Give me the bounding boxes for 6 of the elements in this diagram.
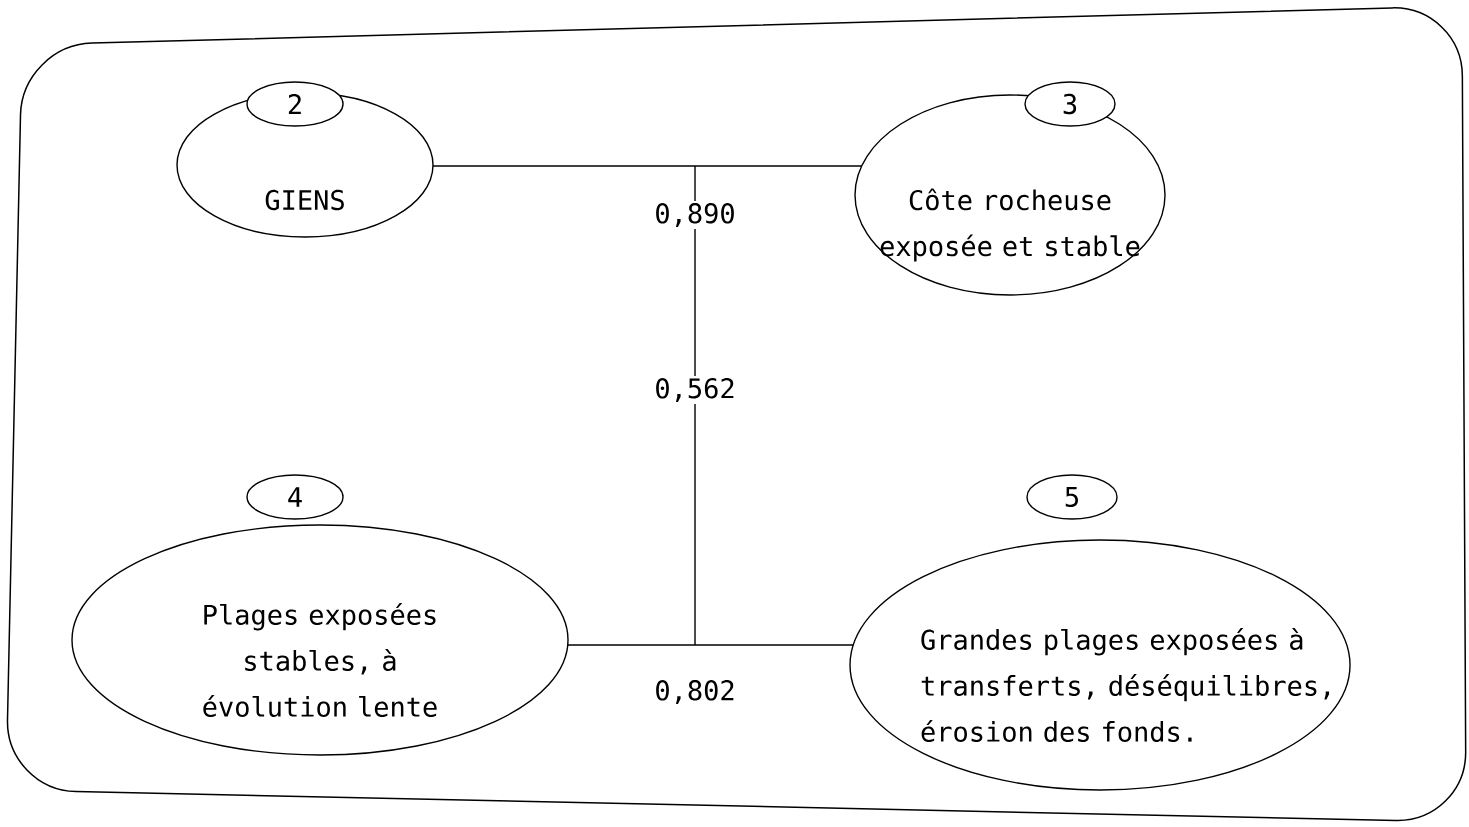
edge-label: 0,802	[656, 680, 734, 704]
connector-line	[567, 644, 854, 646]
connector-line	[432, 165, 863, 167]
frame-outline	[6, 7, 1467, 822]
distance-label: 0,562	[656, 378, 734, 402]
edge-label: 0,890	[656, 203, 734, 227]
